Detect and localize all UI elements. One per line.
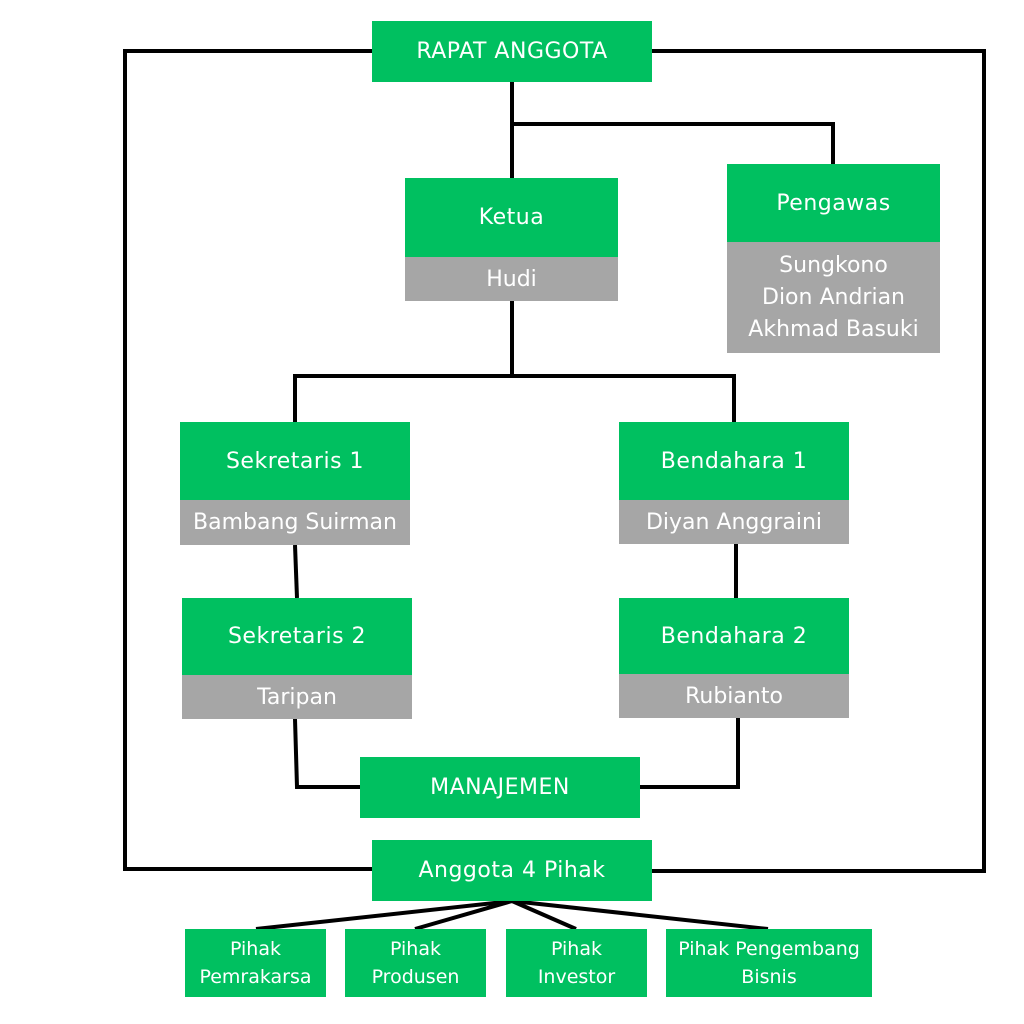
pihak-pengembang-line-2: Bisnis bbox=[741, 966, 797, 988]
connector-anggota-produsen bbox=[414, 899, 513, 931]
pihak-produsen-box: Pihak Produsen bbox=[345, 929, 486, 997]
pihak-produsen-line-2: Produsen bbox=[371, 966, 460, 988]
sekretaris-2-title-box: Sekretaris 2 bbox=[182, 598, 412, 675]
connector-split-bar bbox=[293, 374, 736, 422]
manajemen-label: MANAJEMEN bbox=[430, 775, 570, 800]
sekretaris-2-name-box: Taripan bbox=[182, 675, 412, 719]
pengawas-name-1: Sungkono bbox=[779, 252, 888, 278]
sekretaris-1-name-box: Bambang Suirman bbox=[180, 500, 410, 545]
anggota-label: Anggota 4 Pihak bbox=[418, 858, 606, 883]
sekretaris-2-title: Sekretaris 2 bbox=[227, 624, 367, 649]
bendahara-1-name-box: Diyan Anggraini bbox=[619, 500, 849, 544]
pihak-investor-line-2: Investor bbox=[537, 966, 616, 988]
pengawas-title: Pengawas bbox=[776, 190, 891, 216]
pengawas-title-box: Pengawas bbox=[727, 164, 940, 242]
sekretaris-1-name: Bambang Suirman bbox=[193, 510, 397, 535]
rapat-anggota-label: RAPAT ANGGOTA bbox=[416, 39, 608, 64]
bendahara-2-name: Rubianto bbox=[685, 683, 783, 709]
manajemen-box: MANAJEMEN bbox=[360, 757, 640, 818]
bendahara-1-name: Diyan Anggraini bbox=[645, 509, 823, 535]
sekretaris-1-title-box: Sekretaris 1 bbox=[180, 422, 410, 500]
connector-ben2-manajemen bbox=[640, 718, 740, 789]
connector-anggota-pemrakarsa bbox=[255, 899, 513, 931]
bendahara-2-title: Bendahara 2 bbox=[660, 623, 808, 649]
pengawas-name-3: Akhmad Basuki bbox=[748, 316, 919, 342]
pihak-pemrakarsa-box: Pihak Pemrakarsa bbox=[185, 929, 326, 997]
bendahara-2-title-box: Bendahara 2 bbox=[619, 598, 849, 674]
bendahara-1-title: Bendahara 1 bbox=[660, 448, 808, 474]
pihak-pengembang-line-1: Pihak Pengembang bbox=[678, 938, 860, 960]
ketua-name: Hudi bbox=[486, 266, 537, 292]
pihak-produsen-line-1: Pihak bbox=[389, 938, 441, 960]
connector-sek2-manajemen bbox=[293, 718, 360, 789]
connector-right-loop bbox=[652, 49, 986, 873]
pihak-pengembang-bisnis-box: Pihak Pengembang Bisnis bbox=[666, 929, 872, 997]
bendahara-2-name-box: Rubianto bbox=[619, 674, 849, 718]
connector-rapat-pengawas bbox=[512, 122, 835, 164]
anggota-box: Anggota 4 Pihak bbox=[372, 840, 652, 901]
pihak-pemrakarsa-line-2: Pemrakarsa bbox=[199, 966, 312, 988]
pihak-investor-box: Pihak Investor bbox=[506, 929, 647, 997]
ketua-name-box: Hudi bbox=[405, 257, 618, 301]
connector-anggota-investor bbox=[511, 899, 577, 931]
pihak-investor-line-1: Pihak bbox=[550, 938, 602, 960]
connector-left-loop bbox=[123, 49, 372, 871]
pihak-pemrakarsa-line-1: Pihak bbox=[229, 938, 281, 960]
pengawas-names-box: Sungkono Dion Andrian Akhmad Basuki bbox=[727, 242, 940, 353]
connector-sek1-sek2 bbox=[293, 544, 299, 599]
bendahara-1-title-box: Bendahara 1 bbox=[619, 422, 849, 500]
ketua-title-box: Ketua bbox=[405, 178, 618, 257]
connector-anggota-pengembang bbox=[511, 899, 769, 931]
rapat-anggota-box: RAPAT ANGGOTA bbox=[372, 21, 652, 82]
pengawas-name-2: Dion Andrian bbox=[762, 284, 905, 310]
sekretaris-1-title: Sekretaris 1 bbox=[225, 448, 365, 474]
ketua-title: Ketua bbox=[478, 205, 545, 230]
sekretaris-2-name: Taripan bbox=[257, 684, 337, 710]
